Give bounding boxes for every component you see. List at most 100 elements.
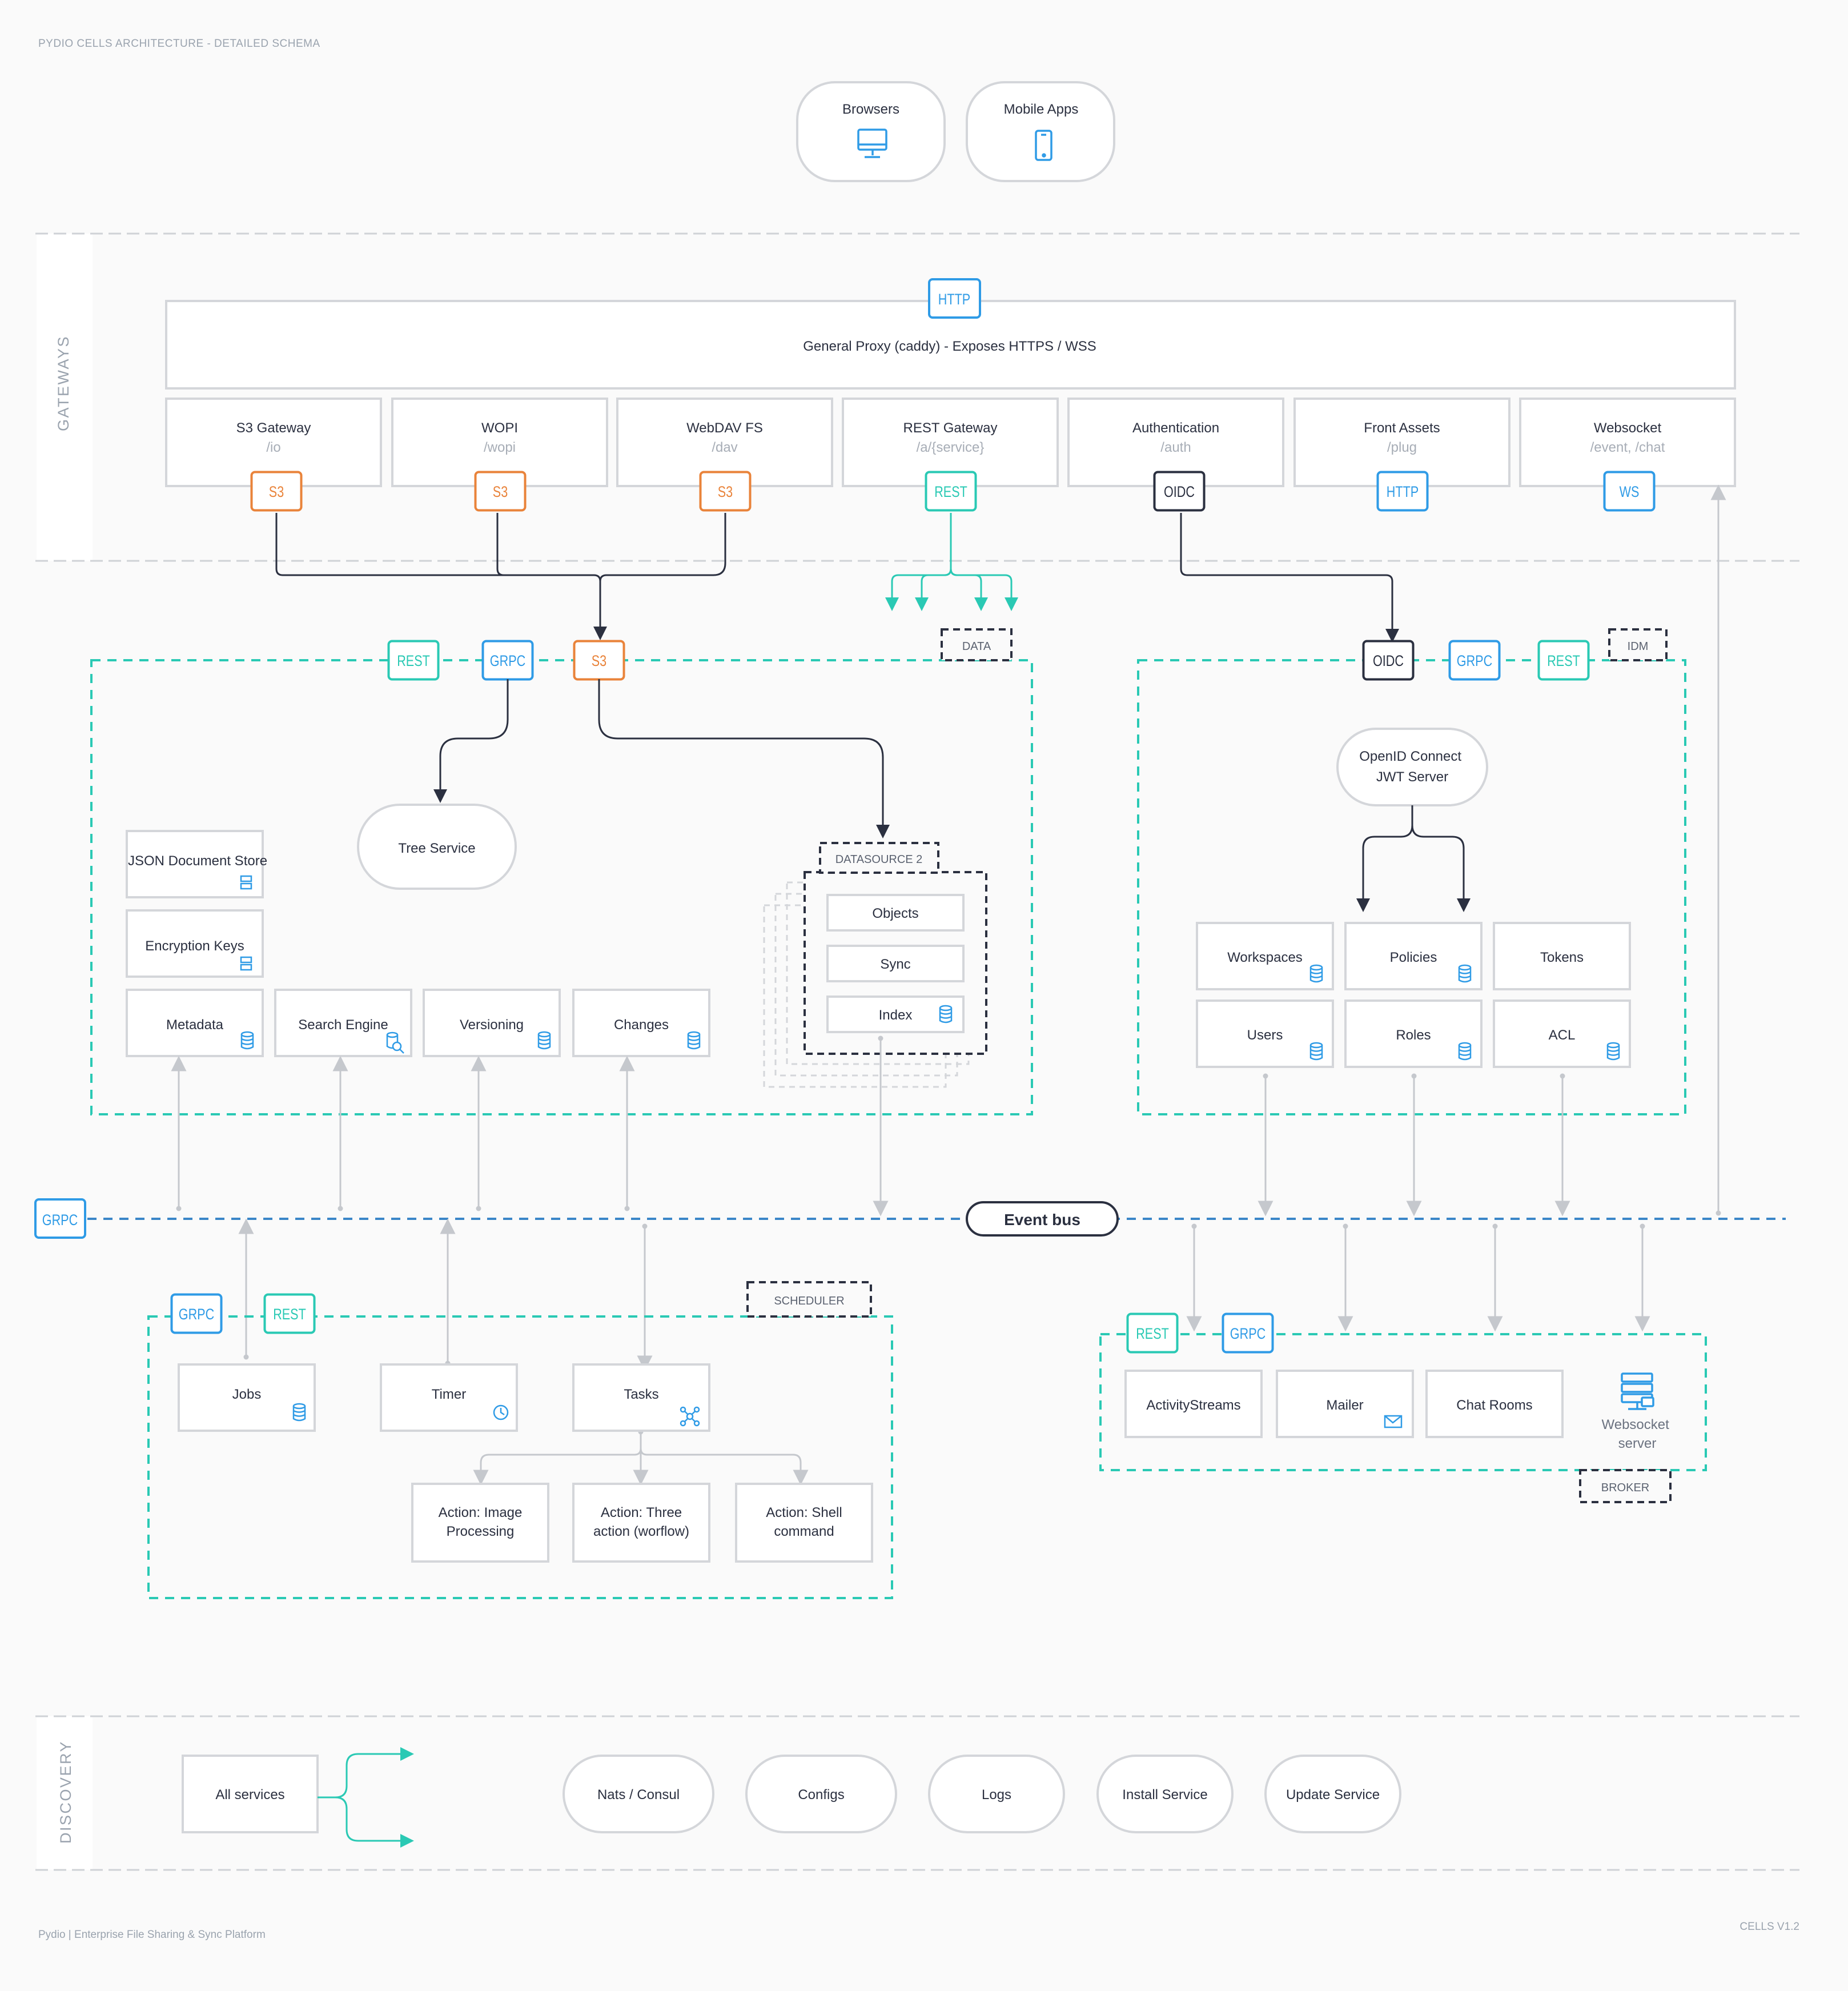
all-services-connectors <box>318 1747 414 1848</box>
scheduler-service-jobs: Jobs <box>178 1363 316 1432</box>
discovery-item-label: Nats / Consul <box>597 1787 680 1803</box>
discovery-update-service: Update Service <box>1264 1755 1401 1833</box>
datasource-index: Index <box>826 996 965 1033</box>
svg-text:SCHEDULER: SCHEDULER <box>774 1295 844 1307</box>
oidc-badge-label: OIDC <box>1373 653 1404 670</box>
ws-badge-label: WS <box>1620 484 1640 501</box>
data-service-versioning-label: Versioning <box>460 1017 524 1033</box>
discovery-item-label: Logs <box>982 1787 1011 1803</box>
gateway-path: /plug <box>1387 440 1417 455</box>
svg-text:All services: All services <box>215 1787 284 1803</box>
rest-badge-label: REST <box>397 653 430 670</box>
discovery-item-label: Update Service <box>1286 1787 1380 1803</box>
client-mobile-apps: Mobile Apps <box>966 81 1115 182</box>
database-icon <box>939 1005 953 1023</box>
grpc-badge-label: GRPC <box>179 1306 214 1323</box>
oidc-server-label-1: OpenID Connect <box>1359 749 1461 764</box>
grpc-badge: GRPC <box>170 1293 223 1334</box>
database-icon <box>292 1403 306 1422</box>
idm-service-tokens: Tokens <box>1493 922 1631 990</box>
rest-badge-label: REST <box>1547 653 1580 670</box>
idm-service-users: Users <box>1196 999 1334 1068</box>
data-service-search-engine-label: Search Engine <box>298 1017 388 1033</box>
data-service-metadata-label: Metadata <box>166 1017 224 1033</box>
gateway-rest-gateway: REST Gateway/a/{service}REST <box>842 398 1059 512</box>
gateway-path: /dav <box>712 440 737 455</box>
client-mobile-label: Mobile Apps <box>1004 102 1079 117</box>
s3-badge-label: S3 <box>592 653 606 670</box>
discovery-configs: Configs <box>745 1755 897 1833</box>
svg-text:OpenID Connect JWT Serve: OpenID Connect JWT Server <box>1359 749 1465 785</box>
footer-right: CELLS V1.2 <box>1739 1921 1799 1933</box>
database-icon <box>1309 964 1323 983</box>
encryption-keys: Encryption Keys <box>126 909 264 978</box>
grpc-badge: GRPC <box>1222 1312 1274 1354</box>
rest-badge: REST <box>925 471 977 512</box>
websocket-server-label-1: Websocket <box>1602 1417 1670 1432</box>
gateway-path: /io <box>266 440 280 455</box>
gateway-name: S3 Gateway <box>236 420 311 436</box>
rest-badge-label: REST <box>934 484 967 501</box>
general-proxy-box <box>165 300 1736 390</box>
data-services: Metadata Search Engine Versioning Changes <box>126 989 710 1057</box>
database-icon <box>1606 1042 1620 1061</box>
page-title: PYDIO CELLS ARCHITECTURE - DETAILED SCHE… <box>38 38 320 50</box>
svg-text:Encryption Keys: Encryption Keys <box>145 938 244 954</box>
svg-text:JSON Document Store: JSON Document Store <box>128 853 267 869</box>
bus-connectors <box>171 484 1726 1486</box>
svg-text:IDM: IDM <box>1628 640 1649 653</box>
discovery-section-label: DISCOVERY <box>57 1740 74 1844</box>
data-service-changes-label: Changes <box>614 1017 669 1033</box>
data-service-changes: Changes <box>572 989 710 1057</box>
event-bus: Event bus <box>966 1201 1119 1237</box>
svg-text:Websocket server: Websocket server <box>1602 1417 1673 1451</box>
data-service-metadata: Metadata <box>126 989 264 1057</box>
idm-service-users-label: Users <box>1247 1027 1283 1043</box>
grpc-badge-label: GRPC <box>1457 653 1492 670</box>
gateway-name: REST Gateway <box>903 420 998 436</box>
s3-badge: S3 <box>250 471 303 512</box>
datasource-index-label: Index <box>879 1007 913 1023</box>
database-icon <box>687 1031 701 1050</box>
svg-text:GRPC: GRPC <box>42 1212 78 1229</box>
timer-icon <box>493 1404 509 1420</box>
database-icon <box>1458 964 1472 983</box>
s3-badge: S3 <box>474 471 527 512</box>
mobile-icon <box>1035 130 1052 161</box>
gateway-name: Authentication <box>1132 420 1219 436</box>
scheduler-service-tasks-label: Tasks <box>624 1387 658 1402</box>
server-rack-icon <box>1621 1372 1654 1410</box>
datasource-objects: Objects <box>826 894 965 932</box>
broker-service-chat-rooms: Chat Rooms <box>1425 1370 1564 1438</box>
gateway-name: WOPI <box>481 420 518 436</box>
mail-icon <box>1384 1415 1403 1428</box>
broker-service-activitystreams-label: ActivityStreams <box>1146 1398 1240 1413</box>
oidc-connectors <box>1356 805 1471 912</box>
broker-group-tag: BROKER <box>1579 1469 1672 1503</box>
tree-service: Tree Service <box>357 804 517 890</box>
rest-badge-label: REST <box>273 1306 306 1323</box>
json-document-store: JSON Document Store <box>126 830 267 898</box>
http-badge-label: HTTP <box>1387 484 1419 501</box>
svg-text:Tree Service: Tree Service <box>398 841 475 856</box>
idm-service-workspaces: Workspaces <box>1196 922 1334 990</box>
database-icon <box>1458 1042 1472 1061</box>
gateway-name: Websocket <box>1594 420 1662 436</box>
gateway-name: Front Assets <box>1364 420 1440 436</box>
rest-badge-label: REST <box>1136 1326 1169 1343</box>
oidc-server: OpenID Connect JWT Server <box>1336 728 1488 806</box>
gateway-connectors <box>275 513 1399 643</box>
oidc-server-label-2: JWT Server <box>1376 769 1448 785</box>
